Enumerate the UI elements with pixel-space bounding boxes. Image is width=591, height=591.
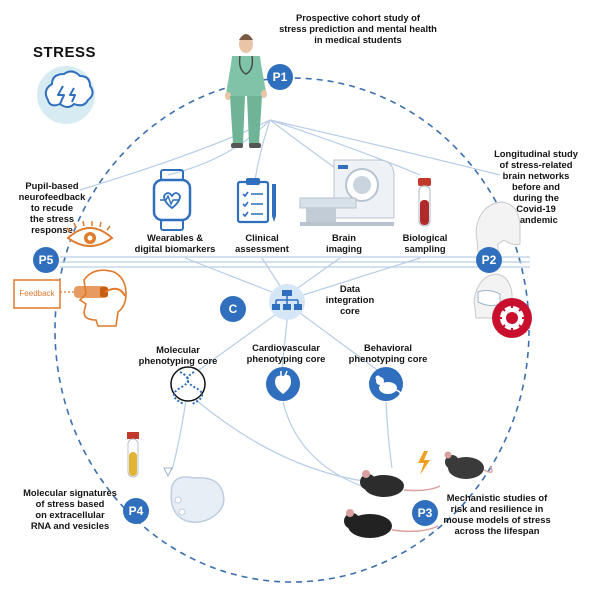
core-description: Data integration core <box>325 283 375 316</box>
p4-badge: P4 <box>123 498 149 524</box>
p1-badge: P1 <box>267 64 293 90</box>
phenotyping-links <box>171 399 393 493</box>
p1-description: Prospective cohort study of stress predi… <box>279 12 437 45</box>
diagram-title: STRESS <box>33 44 97 61</box>
p2-description: Longitudinal study of stress-related bra… <box>494 148 578 225</box>
clinical-assessment-label: Clinical assessment <box>235 232 289 254</box>
p3-description: Mechanistic studies of risk and resilien… <box>443 492 551 536</box>
cardiovascular-core-label: Cardiovascular phenotyping core <box>246 342 326 364</box>
p2-badge: P2 <box>476 247 502 273</box>
biological-sampling-label: Biological sampling <box>402 232 448 254</box>
wearables-label: Wearables & digital biomarkers <box>134 232 216 254</box>
p4-description: Molecular signatures of stress based on … <box>23 487 117 531</box>
molecular-core-label: Molecular phenotyping core <box>138 344 218 366</box>
p3-badge: P3 <box>412 500 438 526</box>
p5-description: Pupil-based neurofeedback to recude the … <box>18 180 86 235</box>
band-lines <box>60 256 530 268</box>
behavioral-core-label: Behavioral phenotyping core <box>348 342 428 364</box>
core-badge: C <box>220 296 246 322</box>
p5-badge: P5 <box>33 247 59 273</box>
feedback-label: Feedback <box>19 289 55 298</box>
brain-imaging-label: Brain imaging <box>326 232 362 254</box>
